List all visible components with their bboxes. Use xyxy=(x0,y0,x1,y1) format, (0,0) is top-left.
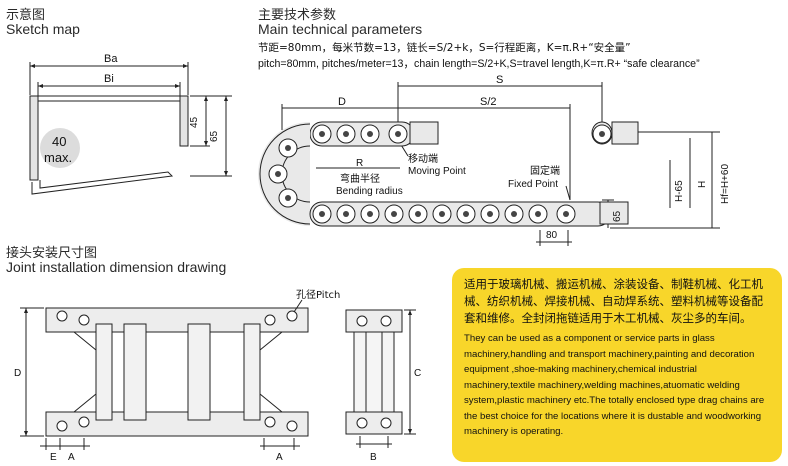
badge-line1: 40 xyxy=(52,134,66,149)
bending-zh: 弯曲半径 xyxy=(340,172,380,185)
sketch-title-en: Sketch map xyxy=(6,21,80,37)
moving-en: Moving Point xyxy=(408,166,466,177)
badge-line2: max. xyxy=(44,150,72,165)
params-line-en: pitch=80mm, pitches/meter=13，chain lengt… xyxy=(258,58,700,70)
sketch-drawing: Ba Bi 45 65 40 max. xyxy=(29,53,232,195)
fixed-en: Fixed Point xyxy=(508,179,558,190)
sketch-title-zh: 示意图 xyxy=(6,8,46,23)
hole-label: 孔径Pitch xyxy=(296,288,340,301)
label-b: B xyxy=(370,452,377,463)
label-s2: S/2 xyxy=(480,96,497,108)
main-params-title-zh: 主要技术参数 xyxy=(258,8,337,23)
label-a2: A xyxy=(276,452,283,463)
label-80: 80 xyxy=(546,230,558,241)
moving-zh: 移动端 xyxy=(408,152,438,165)
label-r: R xyxy=(356,158,363,169)
label-c: C xyxy=(414,368,421,379)
label-h65: H-65 xyxy=(674,180,685,202)
label-hf: Hf=H+60 xyxy=(720,164,731,204)
label-ba: Ba xyxy=(104,53,118,65)
joint-title-en: Joint installation dimension drawing xyxy=(6,259,227,275)
badge-circle xyxy=(40,128,80,168)
label-bi: Bi xyxy=(104,73,114,85)
label-s: S xyxy=(496,74,503,86)
params-line-zh: 节距=80mm，每米节数=13，链长=S/2+k，S=行程距离，K=π.R+“安… xyxy=(258,42,631,54)
info-text-zh: 适用于玻璃机械、搬运机械、涂装设备、制鞋机械、化工机械、纺织机械、焊接机械、自动… xyxy=(464,277,763,325)
label-a1: A xyxy=(68,452,75,463)
bending-en: Bending radius xyxy=(336,186,403,197)
joint-drawing: 孔径Pitch D E A A C B xyxy=(14,288,421,463)
label-h: H xyxy=(697,181,708,188)
info-panel: 适用于玻璃机械、搬运机械、涂装设备、制鞋机械、化工机械、纺织机械、焊接机械、自动… xyxy=(452,268,782,462)
label-65: 65 xyxy=(209,130,220,142)
chain-drawing: S D S/2 R 弯曲半径 Bending radius 移动端 Moving… xyxy=(258,74,731,246)
label-65-chain: 65 xyxy=(612,210,623,222)
fixed-zh: 固定端 xyxy=(530,164,560,177)
info-text-en: They can be used as a component or servi… xyxy=(464,333,765,437)
joint-title-zh: 接头安装尺寸图 xyxy=(6,246,98,261)
label-d: D xyxy=(338,96,346,108)
label-d-joint: D xyxy=(14,368,21,379)
label-e: E xyxy=(50,452,57,463)
label-45: 45 xyxy=(189,116,200,128)
main-params-title-en: Main technical parameters xyxy=(258,21,423,37)
